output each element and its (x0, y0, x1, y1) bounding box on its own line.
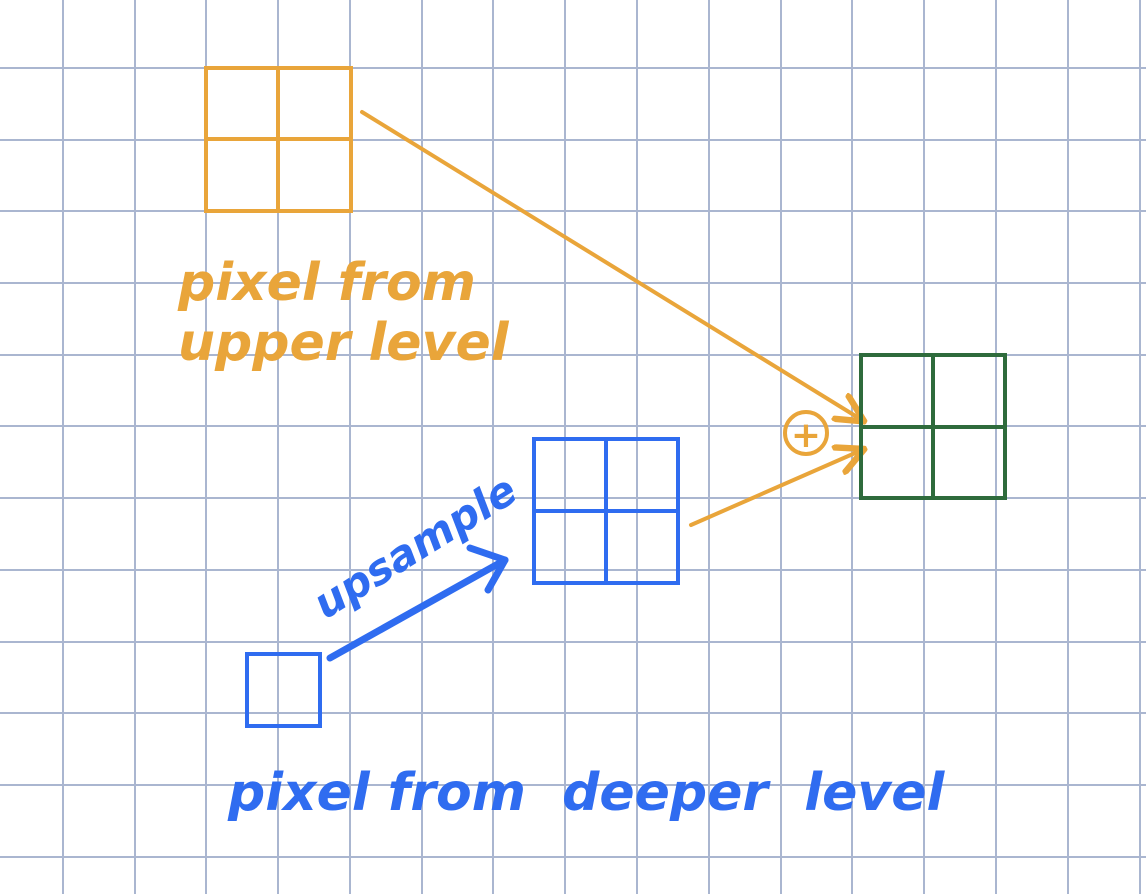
upsampled-pixel-block (532, 437, 680, 585)
upsample-arrow (326, 544, 509, 662)
plus-sign: + (791, 415, 821, 456)
deeper-level-pixel (245, 652, 322, 728)
upper-label-line-2: upper level (178, 313, 510, 373)
deeper-label: pixel from deeper level (227, 763, 946, 823)
upper-label-line-1: pixel from (177, 253, 476, 313)
upper-level-pixel-block (204, 66, 353, 213)
upper-to-result-arrow (360, 110, 862, 420)
upsampled-to-result-arrow (689, 450, 862, 527)
result-pixel-block (859, 353, 1007, 500)
plus-circle-icon: + (783, 410, 829, 456)
